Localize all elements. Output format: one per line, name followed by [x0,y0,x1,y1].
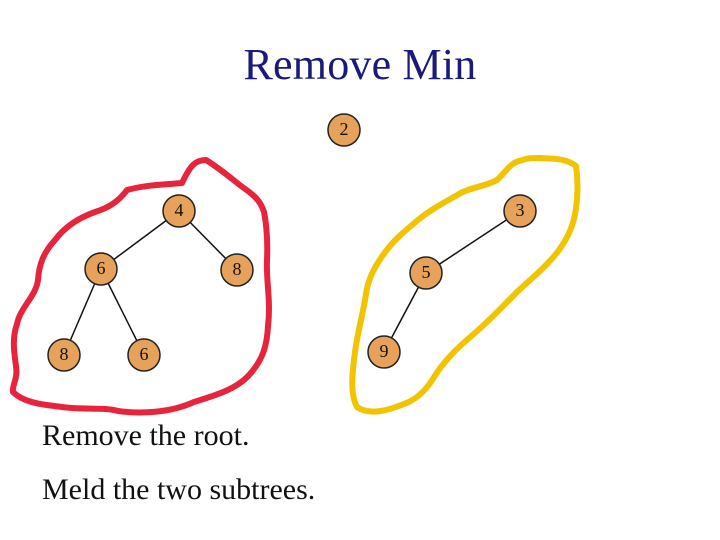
caption-remove-root: Remove the root. [42,419,250,452]
svg-text:9: 9 [380,341,389,361]
svg-text:2: 2 [340,119,349,139]
node-6-left: 6 [84,252,118,286]
svg-text:8: 8 [60,344,69,364]
node-3: 3 [503,194,537,228]
svg-text:8: 8 [233,259,242,279]
node-6-bottom: 6 [127,338,161,372]
slide-title: Remove Min [243,40,477,89]
node-8-bottom: 8 [47,338,81,372]
node-5: 5 [409,256,443,290]
node-4: 4 [162,194,196,228]
svg-text:3: 3 [516,200,525,220]
edge-3-5 [425,210,521,274]
node-root-2: 2 [327,113,361,147]
svg-text:6: 6 [140,344,149,364]
node-8-right: 8 [220,253,254,287]
svg-text:6: 6 [97,258,106,278]
right-subtree-outline [349,155,581,415]
node-9: 9 [367,335,401,369]
left-subtree-outline [9,157,272,416]
svg-text:5: 5 [422,262,431,282]
caption-meld-subtrees: Meld the two subtrees. [42,473,316,506]
svg-text:4: 4 [175,200,184,220]
